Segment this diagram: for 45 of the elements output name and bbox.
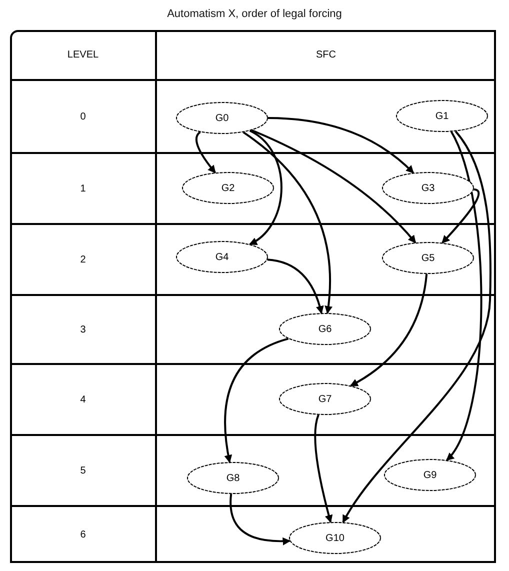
step-label: G5 bbox=[421, 252, 435, 264]
step-label: G6 bbox=[318, 324, 332, 334]
level-number: 4 bbox=[80, 394, 86, 405]
arrow bbox=[268, 117, 414, 174]
step-label: G0 bbox=[215, 112, 229, 124]
level-number: 6 bbox=[80, 529, 86, 540]
level-number: 3 bbox=[80, 324, 86, 335]
step-label: G7 bbox=[318, 394, 332, 404]
arrow bbox=[350, 274, 428, 387]
step-ellipse bbox=[396, 100, 488, 132]
step-ellipse bbox=[279, 313, 371, 345]
step-ellipse bbox=[176, 102, 268, 134]
step-ellipse bbox=[382, 242, 474, 274]
arrow bbox=[251, 129, 416, 244]
step-ellipse bbox=[187, 462, 279, 494]
arrow bbox=[224, 338, 289, 464]
column-header: SFC bbox=[316, 50, 336, 60]
step-ellipse bbox=[176, 241, 268, 273]
step-label: G4 bbox=[215, 252, 229, 262]
step-ellipse bbox=[182, 172, 274, 204]
step-ellipse bbox=[382, 172, 474, 204]
arrow bbox=[442, 188, 480, 244]
arrow bbox=[446, 131, 482, 461]
arrow bbox=[314, 414, 333, 524]
step-label: G9 bbox=[423, 470, 437, 480]
arrow bbox=[267, 258, 324, 314]
arrow bbox=[242, 131, 332, 314]
diagram-title: Automatism X, order of legal forcing bbox=[166, 8, 343, 20]
level-number: 0 bbox=[80, 111, 86, 122]
step-ellipse bbox=[289, 522, 381, 554]
step-ellipse bbox=[279, 383, 371, 415]
step-label: G8 bbox=[226, 472, 240, 484]
level-number: 2 bbox=[80, 254, 86, 265]
step-label: G3 bbox=[421, 182, 435, 194]
step-label: G10 bbox=[326, 532, 344, 544]
arrow bbox=[342, 130, 492, 524]
arrow bbox=[230, 494, 291, 546]
level-number: 1 bbox=[80, 183, 86, 194]
arrow bbox=[195, 131, 216, 174]
arrow bbox=[249, 130, 282, 246]
step-label: G2 bbox=[221, 182, 235, 194]
level-number: 5 bbox=[80, 465, 86, 476]
step-label: G1 bbox=[435, 110, 449, 122]
column-header: LEVEL bbox=[67, 50, 99, 60]
step-ellipse bbox=[384, 459, 476, 491]
